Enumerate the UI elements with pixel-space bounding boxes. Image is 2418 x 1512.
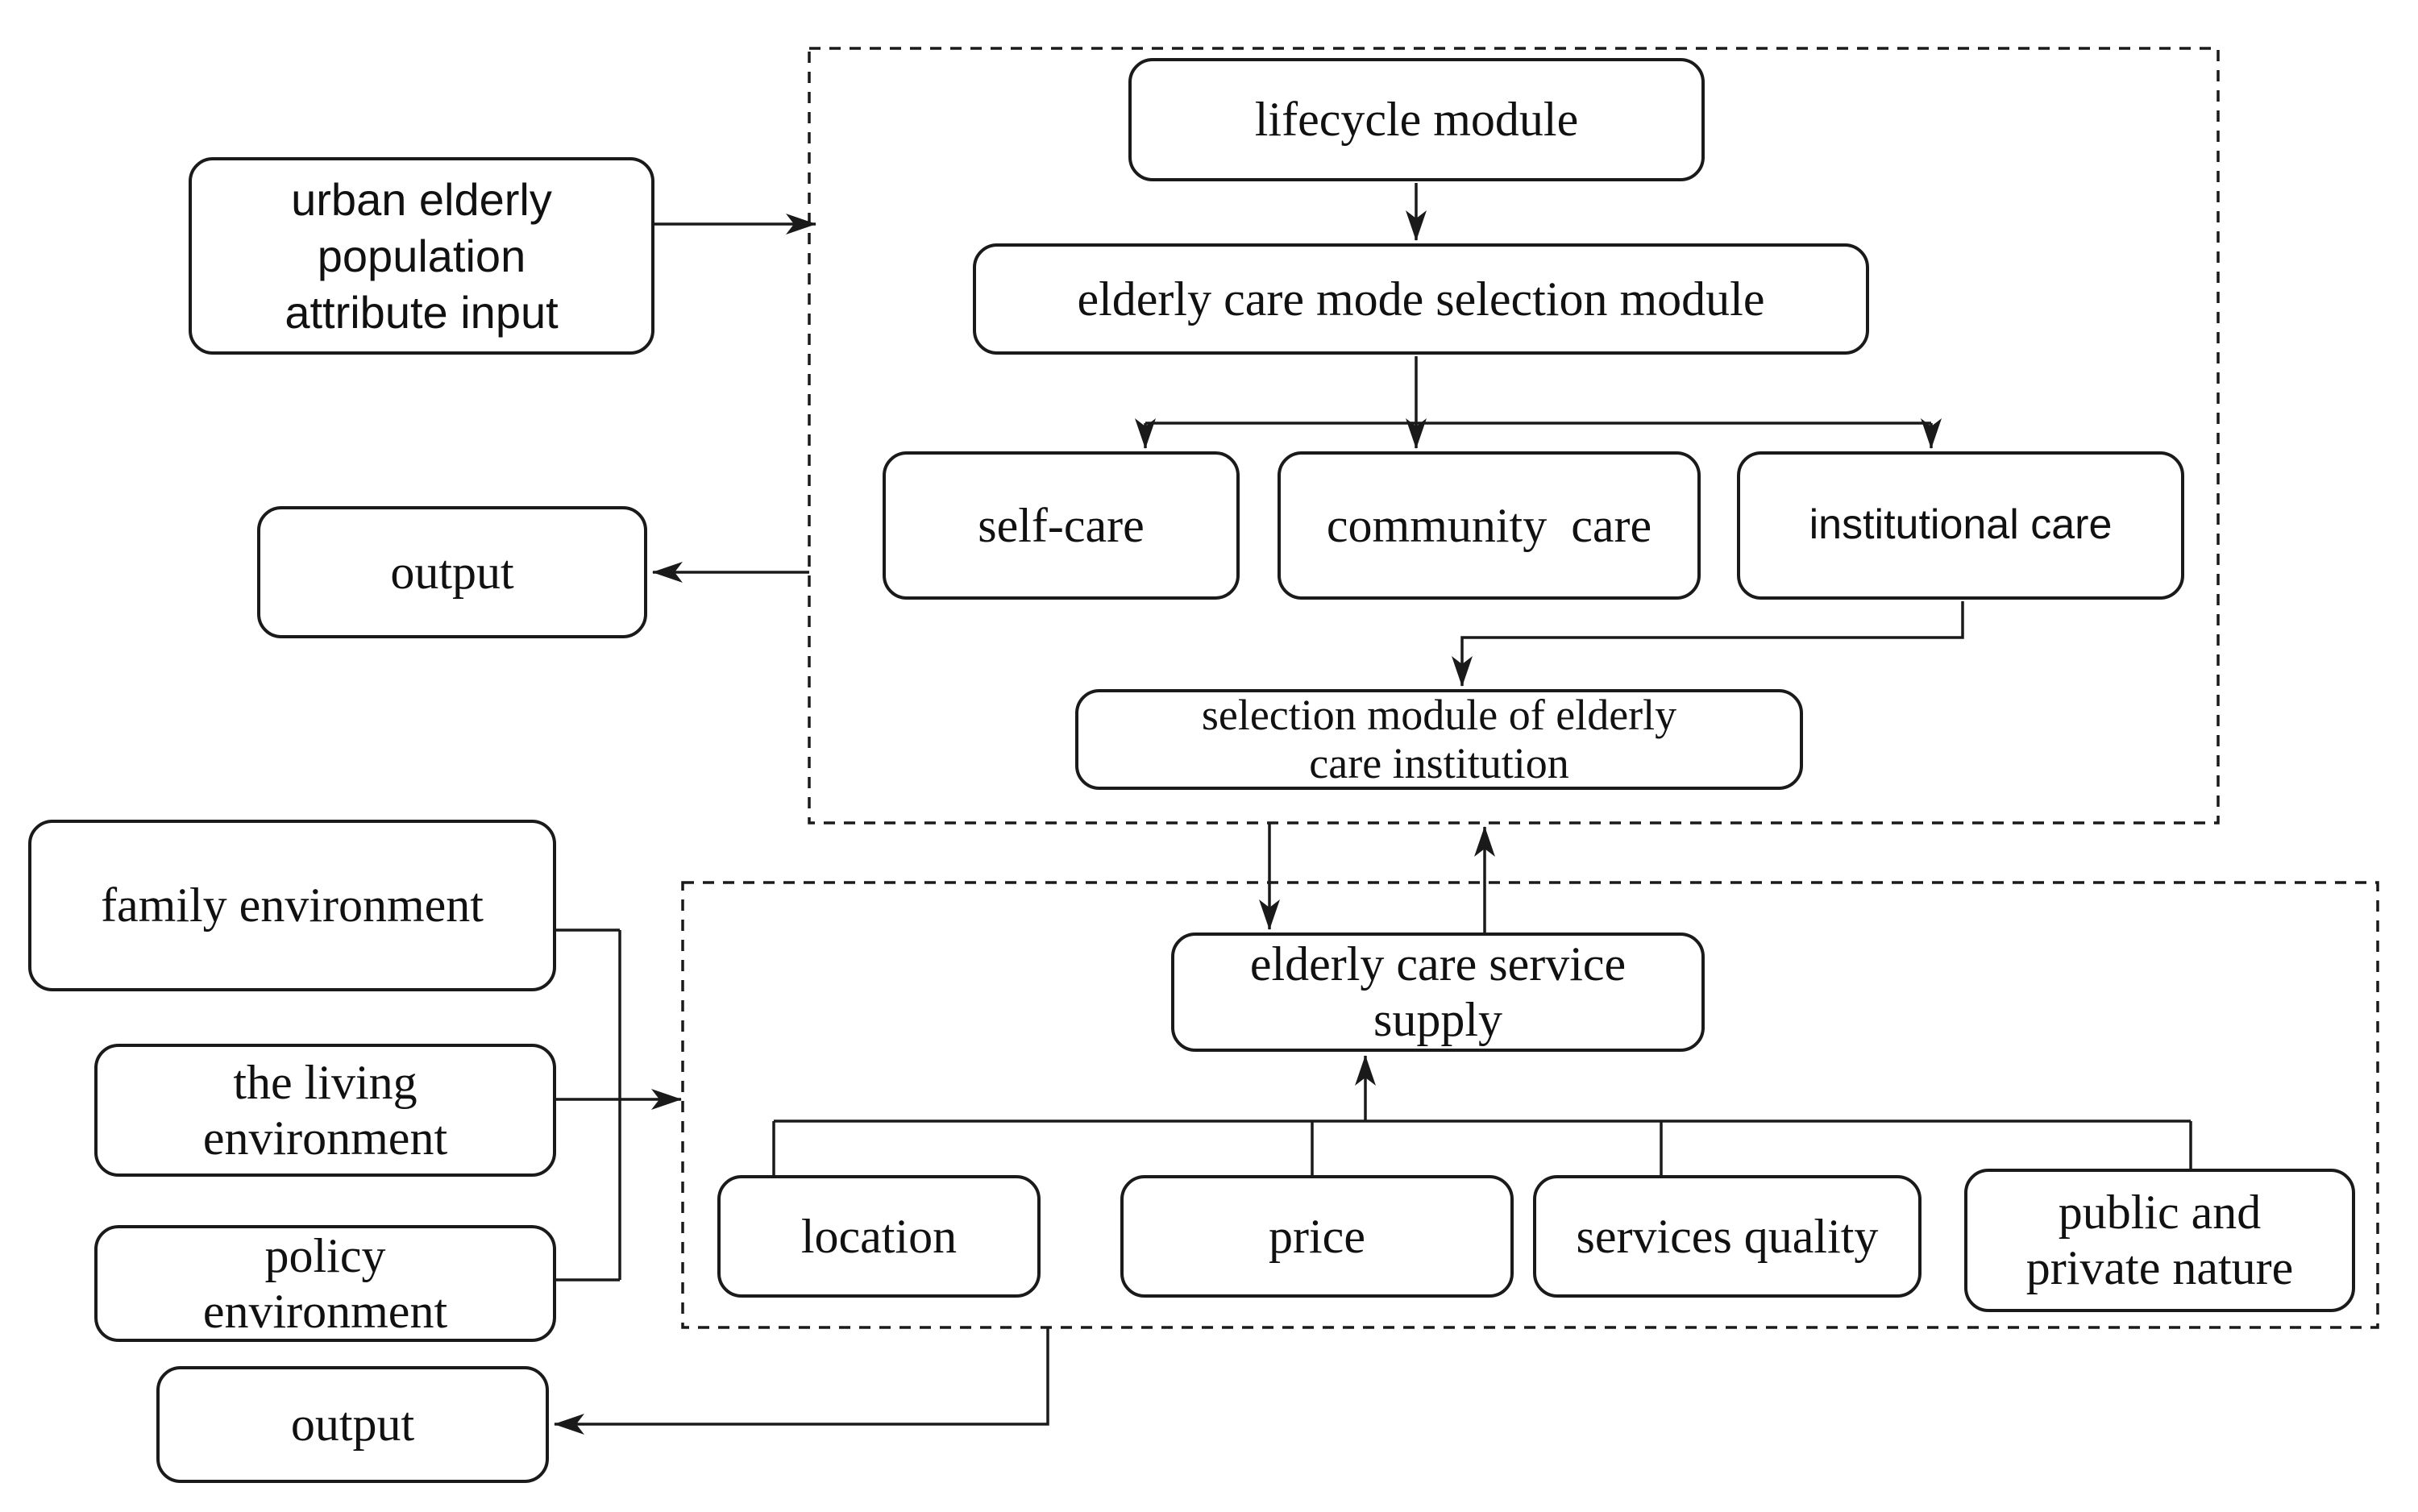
output-top-box: output — [257, 506, 647, 638]
elderly-care-mode-selection-module-box: elderly care mode selection module — [973, 243, 1869, 355]
policy-environment-box: policy environment — [94, 1225, 556, 1342]
service-supply-dashed-container — [681, 881, 2379, 1329]
lifecycle-module-box: lifecycle module — [1128, 58, 1705, 181]
self-care-box: self-care — [883, 451, 1240, 600]
public-and-private-nature-box: public and private nature — [1964, 1169, 2355, 1312]
elderly-care-module-dashed-container — [808, 47, 2220, 825]
arrow-location-to-output-bottom — [554, 1327, 1049, 1435]
selection-module-of-elderly-care-institution-box: selection module of elderly care institu… — [1075, 689, 1803, 790]
living-environment-box: the living environment — [94, 1044, 556, 1177]
connector-arrows — [554, 183, 2192, 1435]
price-box: price — [1120, 1175, 1514, 1298]
institutional-care-box: institutional care — [1737, 451, 2184, 600]
urban-elderly-population-attribute-input-box: urban elderly population attribute input — [189, 157, 654, 355]
output-bottom-box: output — [156, 1366, 549, 1483]
community-care-box: community care — [1278, 451, 1701, 600]
arrow-institutional-to-selection — [1452, 601, 1964, 687]
services-quality-box: services quality — [1533, 1175, 1922, 1298]
family-environment-box: family environment — [28, 820, 556, 991]
elderly-care-service-supply-box: elderly care service supply — [1171, 933, 1705, 1052]
location-box: location — [717, 1175, 1041, 1298]
